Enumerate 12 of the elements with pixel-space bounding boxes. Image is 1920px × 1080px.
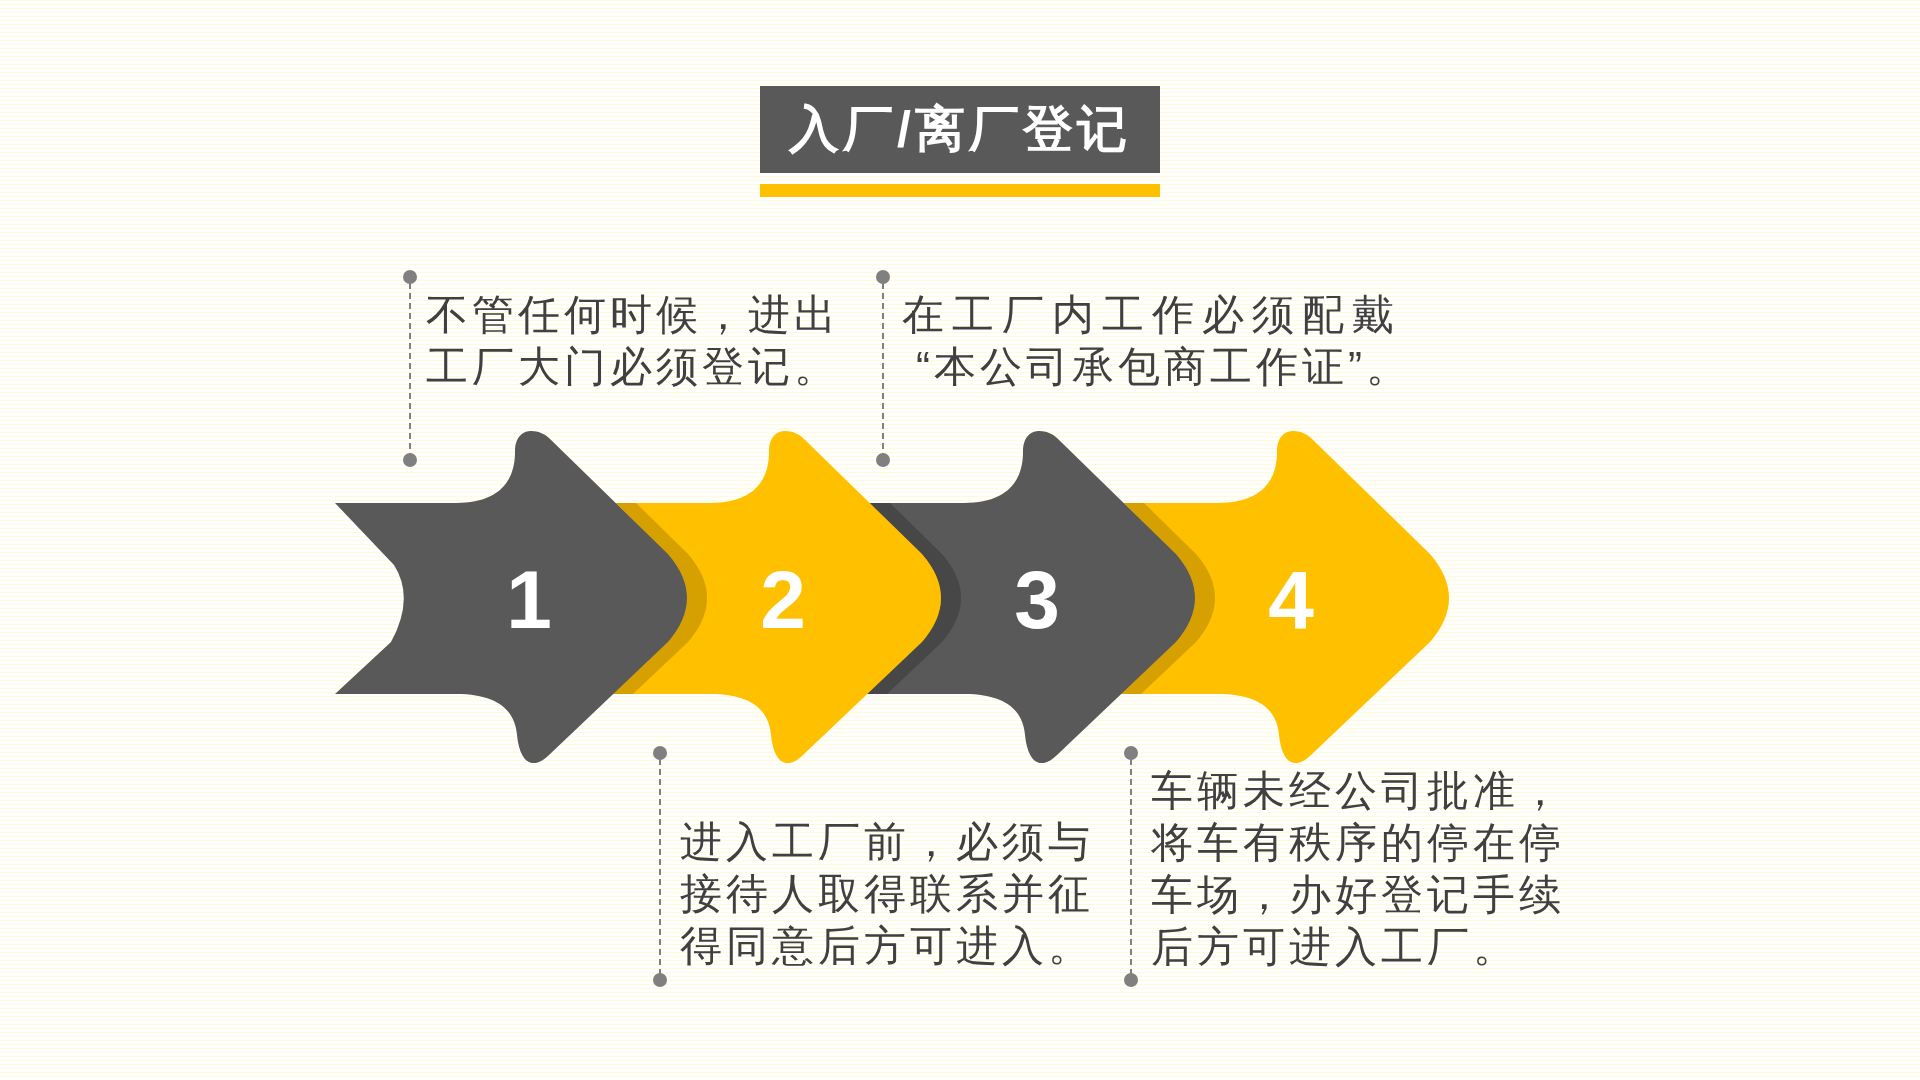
step-description: 车辆未经公司批准，将车有秩序的停在停车场，办好登记手续后方可进入工厂。: [1151, 766, 1566, 972]
arrow-shape: [707, 430, 961, 763]
step-description: 不管任何时候，进出工厂大门必须登记。: [426, 290, 841, 392]
step-number: 1: [506, 559, 552, 641]
arrow-shape: [961, 430, 1215, 763]
title-banner: 入厂/离厂登记: [760, 86, 1160, 173]
arrow-shape: [335, 430, 707, 763]
step-description: 进入工厂前，必须与接待人取得联系并征得同意后方可进入。: [680, 817, 1095, 971]
step-description: 在工厂内工作必须配戴“本公司承包商工作证”。: [902, 290, 1413, 392]
step-number: 4: [1268, 559, 1314, 641]
step-number: 3: [1014, 559, 1060, 641]
step-number: 2: [760, 559, 806, 641]
